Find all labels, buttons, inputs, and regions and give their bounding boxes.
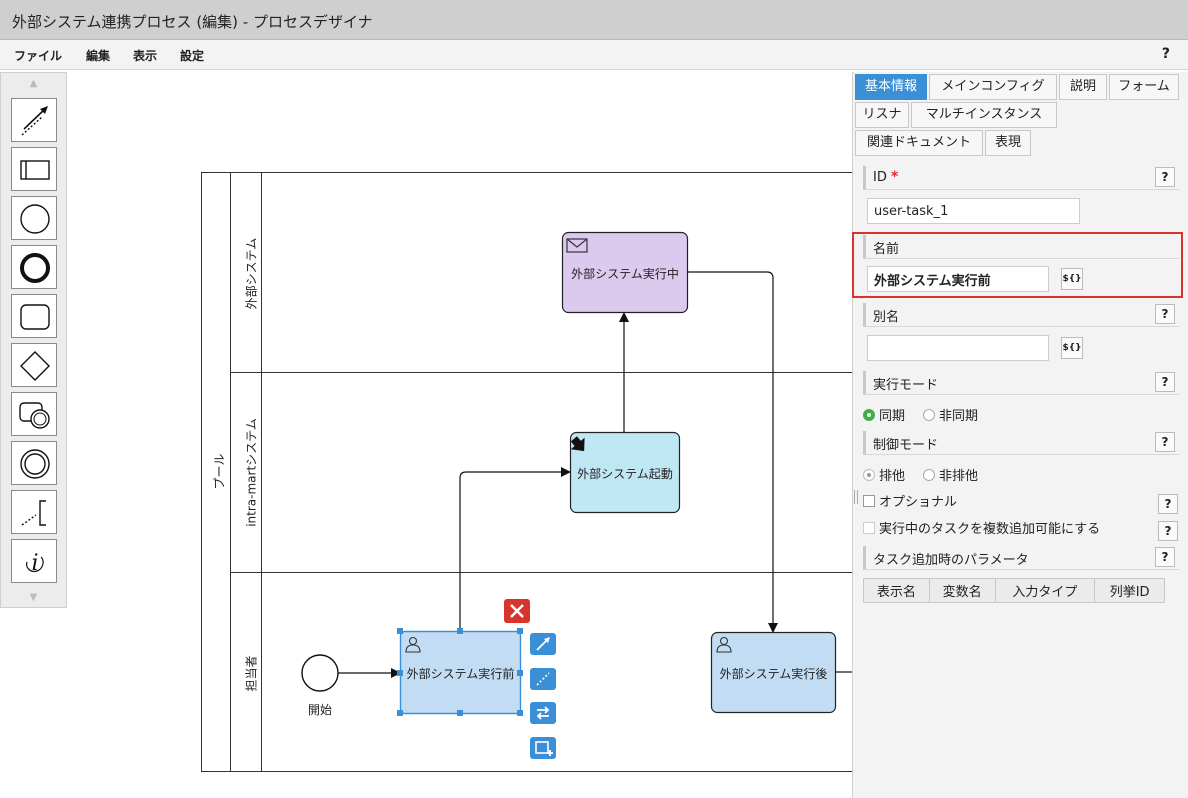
title-bar: 外部システム連携プロセス (編集) - プロセスデザイナ bbox=[0, 0, 1188, 40]
help-button[interactable]: ? bbox=[1155, 304, 1175, 324]
resize-grip[interactable] bbox=[854, 490, 858, 504]
params-table: 表示名 変数名 入力タイプ 列挙ID bbox=[863, 578, 1165, 603]
task-external-running[interactable] bbox=[561, 231, 689, 314]
annotation-icon[interactable] bbox=[11, 490, 57, 534]
id-input[interactable] bbox=[867, 198, 1080, 224]
palette-scroll-down[interactable]: ▼ bbox=[29, 592, 38, 603]
tab-description[interactable]: 説明 bbox=[1059, 74, 1107, 100]
lane-label-staff: 担当者 bbox=[244, 655, 259, 692]
tab-related-docs[interactable]: 関連ドキュメント bbox=[855, 130, 983, 156]
expression-button[interactable]: ${} bbox=[1061, 337, 1083, 359]
menu-edit[interactable]: 編集 bbox=[86, 49, 111, 63]
tab-multi-instance[interactable]: マルチインスタンス bbox=[911, 102, 1057, 128]
help-button[interactable]: ? bbox=[1155, 547, 1175, 567]
column-header[interactable]: 変数名 bbox=[928, 578, 996, 603]
tool-palette: ▲ bbox=[0, 72, 67, 608]
tab-basic-info[interactable]: 基本情報 bbox=[855, 74, 927, 100]
help-button[interactable]: ? bbox=[1155, 432, 1175, 452]
radio-exclusive[interactable]: 排他 bbox=[863, 465, 905, 484]
alias-label: 別名 bbox=[873, 310, 900, 325]
palette-scroll-up[interactable]: ▲ bbox=[29, 78, 38, 89]
control-mode-label: 制御モード bbox=[873, 438, 939, 453]
name-label: 名前 bbox=[873, 242, 900, 257]
svg-text:i: i bbox=[31, 551, 38, 576]
start-event-icon[interactable] bbox=[11, 196, 57, 240]
gateway-icon[interactable] bbox=[11, 343, 57, 387]
lane-tool-icon[interactable] bbox=[11, 147, 57, 191]
subprocess-icon[interactable] bbox=[11, 392, 57, 436]
lane-label-intramart: intra-martシステム bbox=[244, 418, 259, 527]
tab-appearance[interactable]: 表現 bbox=[985, 130, 1031, 156]
task-before-selected[interactable] bbox=[399, 630, 522, 715]
help-menu-button[interactable]: ? bbox=[1161, 46, 1170, 62]
task-external-after[interactable] bbox=[710, 631, 837, 714]
radio-non-exclusive[interactable]: 非排他 bbox=[923, 465, 978, 484]
id-label: ID bbox=[873, 170, 887, 185]
help-button[interactable]: ? bbox=[1158, 521, 1178, 541]
exec-mode-label: 実行モード bbox=[873, 378, 939, 393]
name-input[interactable] bbox=[867, 266, 1049, 292]
required-mark: * bbox=[891, 169, 899, 185]
section-params: タスク追加時のパラメータ ? bbox=[863, 546, 1179, 570]
help-button[interactable]: ? bbox=[1158, 494, 1178, 514]
section-exec-mode: 実行モード ? bbox=[863, 371, 1179, 395]
swap-icon[interactable] bbox=[530, 702, 556, 724]
diagram-canvas: プール 外部システム intra-martシステム 担当者 外部システム実行中 … bbox=[201, 172, 852, 772]
lane-label-external: 外部システム bbox=[244, 237, 259, 310]
section-control-mode: 制御モード ? bbox=[863, 431, 1179, 455]
expression-button[interactable]: ${} bbox=[1061, 268, 1083, 290]
radio-async[interactable]: 非同期 bbox=[923, 405, 978, 424]
end-event-icon[interactable] bbox=[11, 245, 57, 289]
properties-panel: 基本情報 メインコンフィグ 説明 フォーム リスナ マルチインスタンス 関連ドキ… bbox=[852, 72, 1188, 798]
start-event[interactable] bbox=[301, 654, 339, 692]
alias-input[interactable] bbox=[867, 335, 1049, 361]
multi-add-checkbox[interactable]: 実行中のタスクを複数追加可能にする bbox=[863, 518, 1100, 537]
column-header[interactable]: 表示名 bbox=[863, 578, 930, 603]
tab-main-config[interactable]: メインコンフィグ bbox=[929, 74, 1057, 100]
tab-listener[interactable]: リスナ bbox=[855, 102, 909, 128]
menu-bar: ファイル 編集 表示 設定 ? bbox=[0, 40, 1188, 70]
pool-label: プール bbox=[212, 453, 227, 490]
column-header[interactable]: 列挙ID bbox=[1094, 578, 1165, 603]
delete-icon[interactable] bbox=[504, 599, 530, 623]
task-external-start[interactable] bbox=[569, 431, 681, 514]
window-title: 外部システム連携プロセス (編集) - プロセスデザイナ bbox=[12, 13, 373, 31]
add-task-icon[interactable] bbox=[530, 737, 556, 759]
section-alias: 別名 ? bbox=[863, 303, 1179, 327]
task-icon[interactable] bbox=[11, 294, 57, 338]
start-event-label: 開始 bbox=[307, 703, 332, 717]
menu-settings[interactable]: 設定 bbox=[180, 49, 205, 63]
menu-view[interactable]: 表示 bbox=[133, 49, 158, 63]
params-label: タスク追加時のパラメータ bbox=[873, 553, 1029, 568]
help-button[interactable]: ? bbox=[1155, 372, 1175, 392]
section-name: 名前 bbox=[863, 235, 1179, 259]
tab-form[interactable]: フォーム bbox=[1109, 74, 1179, 100]
connect-tool-icon[interactable] bbox=[11, 98, 57, 142]
info-icon[interactable]: i bbox=[11, 539, 57, 583]
flow-running-to-after[interactable] bbox=[688, 271, 778, 633]
connect-flow-icon[interactable] bbox=[530, 633, 556, 655]
diagram-svg bbox=[201, 172, 852, 772]
column-header[interactable]: 入力タイプ bbox=[994, 578, 1096, 603]
connect-association-icon[interactable] bbox=[530, 668, 556, 690]
menu-file[interactable]: ファイル bbox=[14, 49, 63, 63]
section-id: ID * ? bbox=[863, 166, 1179, 190]
optional-checkbox[interactable]: オプショナル bbox=[863, 491, 957, 510]
help-button[interactable]: ? bbox=[1155, 167, 1175, 187]
radio-sync[interactable]: 同期 bbox=[863, 405, 905, 424]
intermediate-event-icon[interactable] bbox=[11, 441, 57, 485]
